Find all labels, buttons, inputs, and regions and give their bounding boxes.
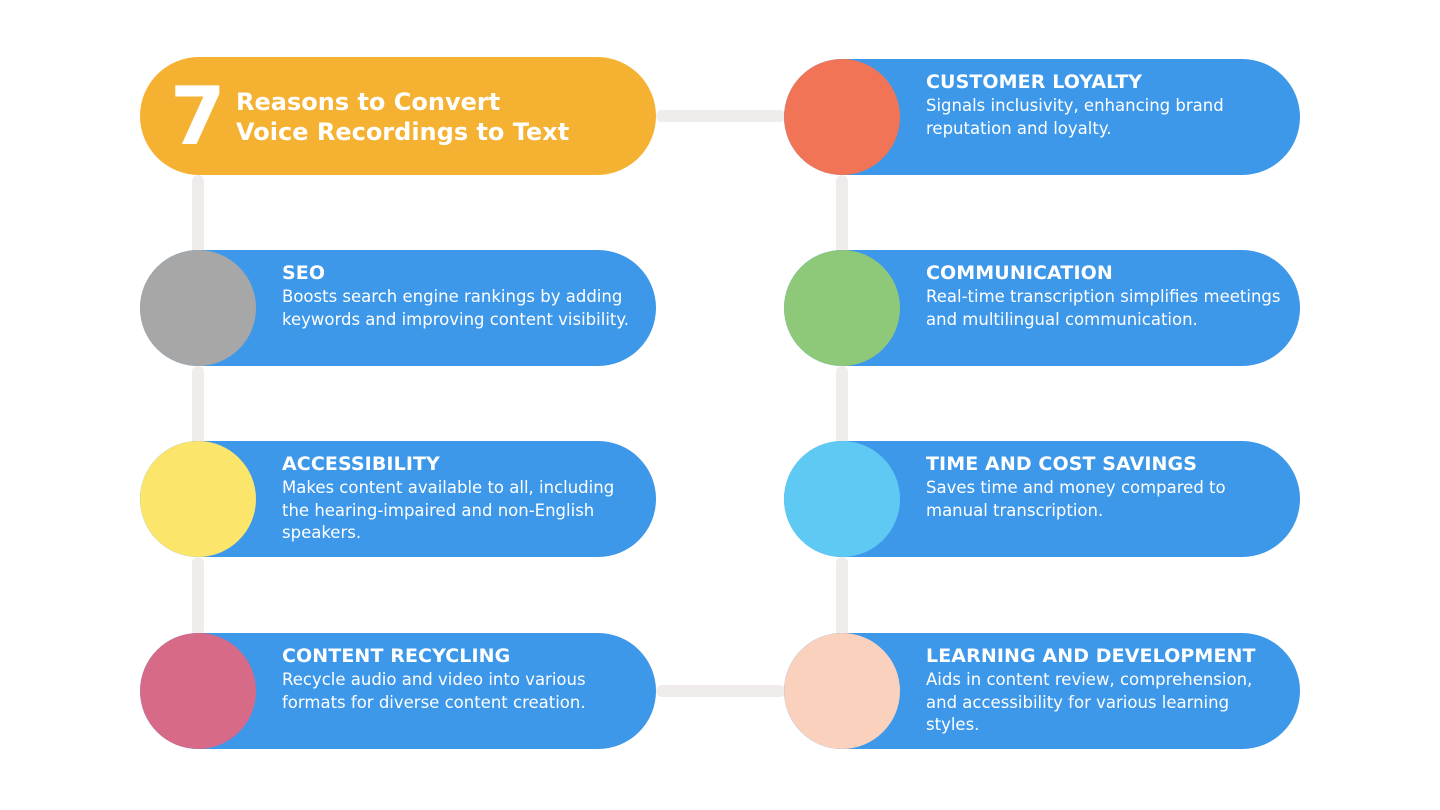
- reason-circle-learning-and-development: [784, 633, 900, 749]
- reason-heading: CONTENT RECYCLING: [282, 645, 511, 667]
- reason-circle-customer-loyalty: [784, 59, 900, 175]
- connector-time-savings-to-learning: [836, 557, 848, 637]
- reason-card-learning-and-development: LEARNING AND DEVELOPMENT Aids in content…: [784, 633, 1300, 749]
- connector-title-to-customer-loyalty: [656, 110, 786, 122]
- reason-description: Aids in content review, comprehension, a…: [926, 670, 1253, 734]
- reason-card-content-recycling: CONTENT RECYCLING Recycle audio and vide…: [140, 633, 656, 749]
- reason-description: Real-time transcription simplifies meeti…: [926, 287, 1281, 329]
- reason-heading: TIME AND COST SAVINGS: [926, 453, 1198, 475]
- reason-description: Recycle audio and video into various for…: [282, 670, 586, 712]
- title-number: 7: [170, 70, 226, 163]
- title-pill: 7 Reasons to Convert Voice Recordings to…: [140, 57, 656, 175]
- reason-circle-time-and-cost-savings: [784, 441, 900, 557]
- connector-content-recycling-to-learning: [656, 685, 786, 697]
- reason-heading: COMMUNICATION: [926, 262, 1113, 284]
- reason-description: Makes content available to all, includin…: [282, 478, 615, 542]
- connector-seo-to-accessibility: [192, 366, 204, 446]
- connector-communication-to-time-savings: [836, 366, 848, 446]
- reason-description: Boosts search engine rankings by adding …: [282, 287, 630, 329]
- connector-accessibility-to-content-recycling: [192, 557, 204, 637]
- reason-heading: ACCESSIBILITY: [282, 453, 440, 475]
- reason-circle-communication: [784, 250, 900, 366]
- reason-card-communication: COMMUNICATION Real-time transcription si…: [784, 250, 1300, 366]
- reason-description: Signals inclusivity, enhancing brand rep…: [926, 96, 1224, 138]
- title-line-2: Voice Recordings to Text: [236, 118, 570, 146]
- reason-card-seo: SEO Boosts search engine rankings by add…: [140, 250, 656, 366]
- reason-circle-accessibility: [140, 441, 256, 557]
- reason-card-customer-loyalty: CUSTOMER LOYALTY Signals inclusivity, en…: [784, 59, 1300, 175]
- connector-customer-loyalty-to-communication: [836, 175, 848, 255]
- reason-circle-seo: [140, 250, 256, 366]
- title-line-1: Reasons to Convert: [236, 88, 501, 116]
- reason-heading: LEARNING AND DEVELOPMENT: [926, 645, 1256, 667]
- reason-heading: SEO: [282, 262, 326, 284]
- reason-card-time-and-cost-savings: TIME AND COST SAVINGS Saves time and mon…: [784, 441, 1300, 557]
- reason-circle-content-recycling: [140, 633, 256, 749]
- connector-title-to-seo: [192, 175, 204, 255]
- reason-card-accessibility: ACCESSIBILITY Makes content available to…: [140, 441, 656, 557]
- reason-heading: CUSTOMER LOYALTY: [926, 71, 1143, 93]
- reason-description: Saves time and money compared to manual …: [926, 478, 1226, 520]
